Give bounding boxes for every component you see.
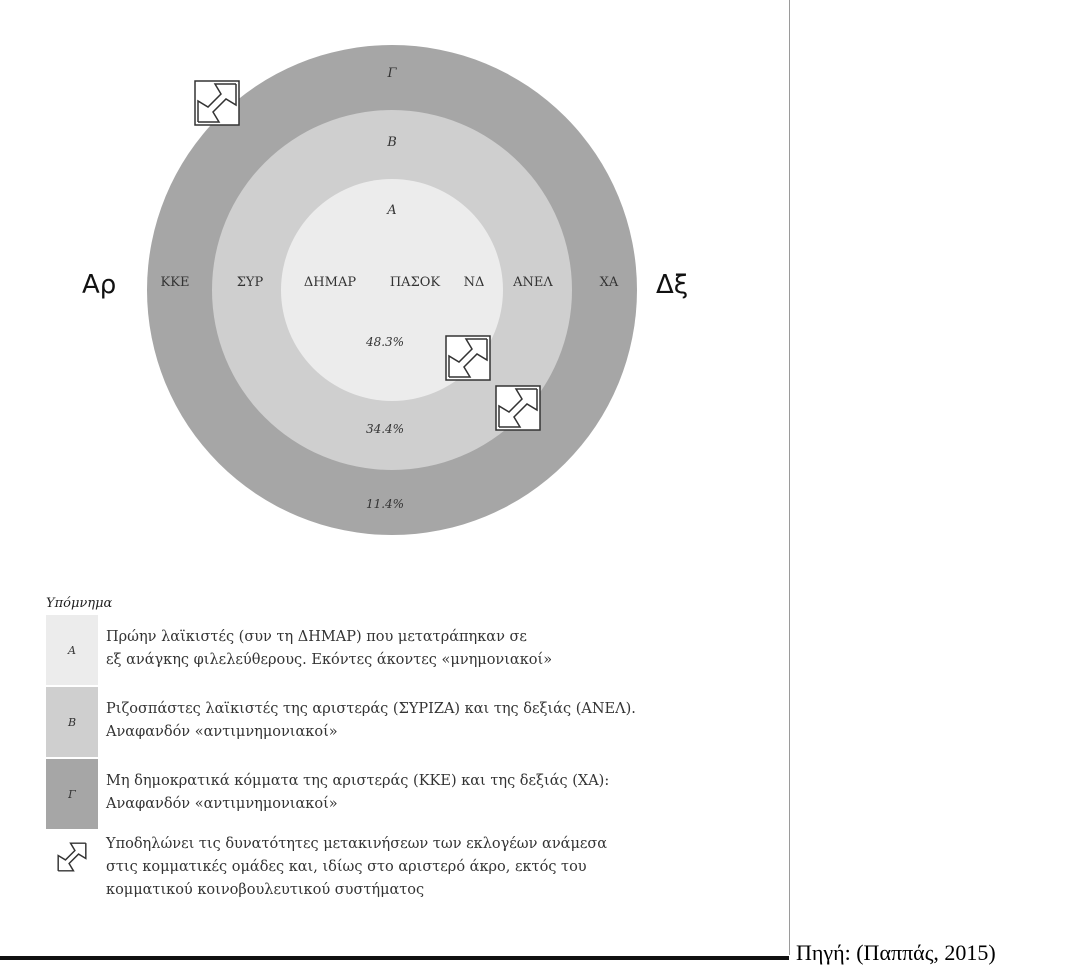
legend-swatch-b: Β [46, 687, 98, 757]
legend-text-movement: Υποδηλώνει τις δυνατότητες μετακινήσεων … [106, 836, 608, 898]
legend-title: Υπόμνημα [46, 596, 113, 611]
legend-item-c: Γ Μη δημοκρατικά κόμματα της αριστεράς (… [46, 759, 746, 829]
ring-percent-c: 11.4% [366, 497, 404, 511]
bottom-rule [0, 956, 789, 960]
legend-text-b: Ριζοσπάστες λαϊκιστές της αριστεράς (ΣΥΡ… [106, 701, 636, 740]
movement-arrows-icon [194, 80, 240, 126]
ring-percent-a: 48.3% [365, 335, 404, 349]
legend-swatch-movement [46, 833, 98, 903]
ring-letter-c: Γ [386, 66, 397, 81]
legend-text-c: Μη δημοκρατικά κόμματα της αριστεράς (ΚΚ… [106, 773, 610, 812]
ring-letter-b: Β [386, 135, 397, 150]
legend-item-a: Α Πρώην λαϊκιστές (συν τη ΔΗΜΑΡ) που μετ… [46, 615, 746, 685]
legend-swatch-c: Γ [46, 759, 98, 829]
legend-text-a: Πρώην λαϊκιστές (συν τη ΔΗΜΑΡ) που μετατ… [106, 629, 553, 668]
ring-letter-a: Α [386, 203, 396, 218]
party-label-dimar: ΔΗΜΑΡ [304, 275, 356, 290]
legend-swatch-a: Α [46, 615, 98, 685]
party-label-syr: ΣΥΡ [237, 275, 264, 290]
movement-arrows-icon [495, 385, 541, 431]
legend-item-b: Β Ριζοσπάστες λαϊκιστές της αριστεράς (Σ… [46, 687, 746, 757]
party-label-kke: ΚΚΕ [161, 275, 190, 290]
party-label-xa: ΧΑ [600, 275, 619, 290]
side-label-right: Δξ [656, 270, 688, 300]
side-label-left: Αρ [82, 270, 116, 300]
party-label-nd: ΝΔ [464, 275, 485, 290]
movement-arrows-icon [57, 842, 87, 872]
concentric-ring-diagram: Γ Β Α Αρ Δξ ΚΚΕ ΣΥΡ ΔΗΜΑΡ ΠΑΣΟΚ ΝΔ ΑΝΕΛ … [82, 45, 688, 535]
party-label-anel: ΑΝΕΛ [512, 275, 553, 290]
ring-percent-b: 34.4% [366, 422, 404, 436]
movement-arrows-icon [445, 335, 491, 381]
source-caption: Πηγή: (Παππάς, 2015) [796, 940, 996, 965]
vertical-divider [789, 0, 790, 955]
legend-item-movement: Υποδηλώνει τις δυνατότητες μετακινήσεων … [46, 833, 746, 903]
party-label-pasok: ΠΑΣΟΚ [390, 275, 441, 290]
